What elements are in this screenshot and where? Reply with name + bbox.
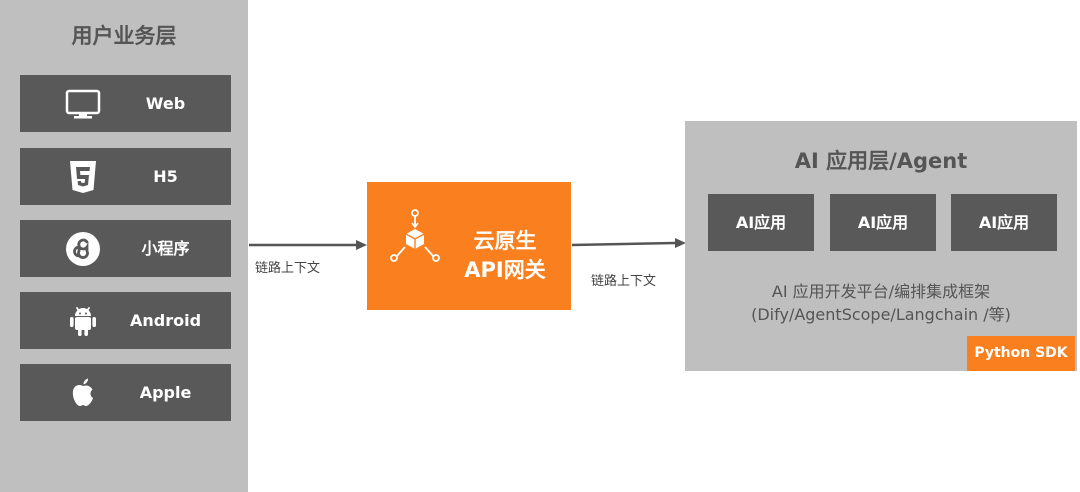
arrow-gateway-to-agent: [571, 241, 676, 247]
client-label: Web: [145, 94, 186, 113]
android-icon: [70, 307, 96, 336]
gateway-title-line2: API网关: [464, 258, 546, 282]
apple-icon: [72, 378, 93, 406]
client-mini-program: 小程序: [20, 220, 231, 277]
arrow-user-to-gateway-head: [356, 240, 367, 250]
mini-program-icon: [66, 232, 100, 266]
client-label: 小程序: [141, 239, 190, 258]
client-apple: Apple: [20, 364, 231, 421]
client-android: Android: [20, 292, 231, 349]
client-h5: H5: [20, 148, 231, 205]
python-sdk-badge: Python SDK: [967, 336, 1075, 371]
arrow-gateway-to-agent-head: [675, 238, 686, 248]
html5-icon: [70, 161, 96, 193]
agent-layer-title: AI 应用层/Agent: [794, 149, 968, 173]
gateway-icon: [390, 209, 440, 262]
edge-label-left: 链路上下文: [255, 261, 321, 276]
user-layer-title: 用户业务层: [71, 24, 177, 48]
monitor-icon: [65, 89, 101, 119]
ai-app-box: AI应用: [708, 194, 814, 251]
ai-app-box: AI应用: [951, 194, 1057, 251]
edge-label-right: 链路上下文: [591, 274, 657, 289]
api-gateway-box: 云原生 API网关: [367, 182, 571, 310]
agent-framework-list: (Dify/AgentScope/Langchain /等): [751, 305, 1011, 324]
client-web: Web: [20, 75, 231, 132]
gateway-title-line1: 云原生: [473, 229, 537, 253]
client-label: Android: [129, 311, 202, 330]
client-label: Apple: [139, 383, 192, 402]
client-label: H5: [153, 167, 178, 186]
ai-app-box: AI应用: [830, 194, 936, 251]
agent-platform-desc: AI 应用开发平台/编排集成框架: [771, 282, 991, 301]
